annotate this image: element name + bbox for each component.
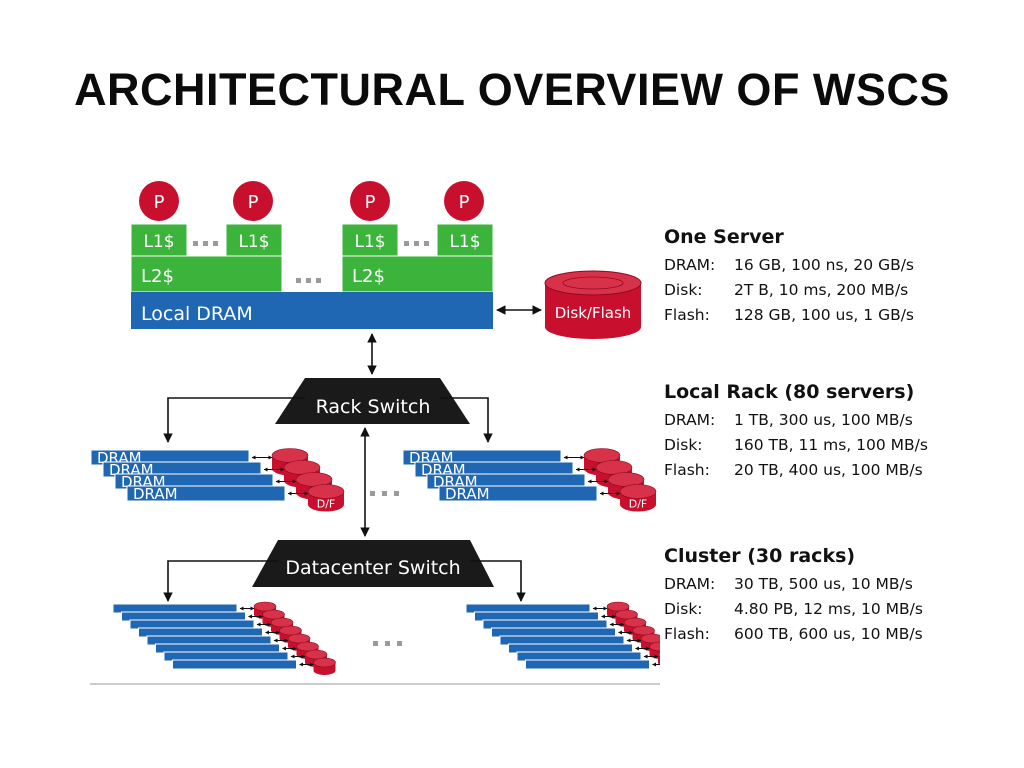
- spec-value: 30 TB, 500 us, 10 MB/s: [734, 575, 913, 593]
- processor-1: P: [139, 181, 179, 221]
- server-node: P P P P L1$ L1$ L1$ L1$: [130, 181, 642, 339]
- spec-heading: Cluster (30 racks): [664, 545, 856, 567]
- wsc-architecture-diagram: P P P P L1$ L1$ L1$ L1$: [90, 181, 660, 685]
- spec-row: Flash: 20 TB, 400 us, 100 MB/s: [664, 458, 934, 483]
- spec-row: DRAM: 1 TB, 300 us, 100 MB/s: [664, 408, 934, 433]
- spec-value: 1 TB, 300 us, 100 MB/s: [734, 411, 913, 429]
- local-dram-label: Local DRAM: [141, 303, 253, 325]
- spec-value: 20 TB, 400 us, 100 MB/s: [734, 461, 923, 479]
- disk-flash-mini-label: D/F: [629, 498, 648, 511]
- slide-title: ARCHITECTURAL OVERVIEW OF WSCS: [74, 64, 950, 115]
- cluster-rack-group-left: [112, 601, 336, 675]
- rack-ellipsis: [370, 491, 399, 496]
- dram-slab-label: DRAM: [133, 485, 178, 503]
- dram-slab: DRAM D/F: [126, 484, 345, 512]
- spec-panel-rack: Local Rack (80 servers) DRAM: 1 TB, 300 u…: [664, 381, 934, 483]
- svg-text:L2$: L2$: [352, 266, 385, 287]
- processor-label: P: [459, 192, 470, 213]
- spec-value: 4.80 PB, 12 ms, 10 MB/s: [734, 600, 923, 618]
- l1-cache-3: L1$: [341, 223, 399, 257]
- disk-flash-mini: [313, 657, 336, 675]
- processor-4: P: [444, 181, 484, 221]
- spec-row: Flash: 600 TB, 600 us, 10 MB/s: [664, 622, 934, 647]
- dram-slab: [172, 657, 336, 675]
- rack-switch-label: Rack Switch: [316, 396, 431, 418]
- l1-ellipsis-left: [193, 241, 218, 246]
- spec-row: Disk: 2T B, 10 ms, 200 MB/s: [664, 278, 934, 303]
- spec-label: Flash:: [664, 461, 710, 479]
- spec-value: 2T B, 10 ms, 200 MB/s: [734, 281, 909, 299]
- datacenter-switch-left-link: [163, 560, 278, 602]
- dram-slab-label: DRAM: [445, 485, 490, 503]
- processor-2: P: [233, 181, 273, 221]
- disk-flash-mini: [657, 651, 660, 666]
- svg-text:L1$: L1$: [143, 232, 174, 252]
- processor-3: P: [350, 181, 390, 221]
- spec-row: Flash: 128 GB, 100 us, 1 GB/s: [664, 303, 934, 328]
- datacenter-switch: Datacenter Switch: [252, 540, 494, 587]
- svg-text:L2$: L2$: [141, 266, 174, 287]
- disk-flash-mini-label: D/F: [317, 498, 336, 511]
- rack-switch-right-link: [440, 397, 493, 443]
- spec-label: DRAM:: [664, 411, 716, 429]
- spec-row: DRAM: 16 GB, 100 ns, 20 GB/s: [664, 253, 934, 278]
- cluster-rack-group-right: [465, 601, 660, 670]
- disk-flash-mini: D/F: [307, 484, 345, 512]
- l1-ellipsis-right: [404, 241, 429, 246]
- spec-label: Disk:: [664, 281, 703, 299]
- datacenter-switch-label: Datacenter Switch: [285, 557, 460, 579]
- spec-value: 160 TB, 11 ms, 100 MB/s: [734, 436, 928, 454]
- spec-row: Disk: 160 TB, 11 ms, 100 MB/s: [664, 433, 934, 458]
- spec-panel-cluster: Cluster (30 racks) DRAM: 30 TB, 500 us, 1…: [664, 545, 934, 647]
- spec-heading: One Server: [664, 226, 784, 248]
- spec-value: 128 GB, 100 us, 1 GB/s: [734, 306, 915, 324]
- spec-heading: Local Rack (80 servers): [664, 381, 915, 403]
- spec-label: DRAM:: [664, 575, 716, 593]
- spec-label: Flash:: [664, 306, 710, 324]
- dram-slab: DRAM D/F: [438, 484, 657, 512]
- rack-switch: Rack Switch: [275, 378, 470, 424]
- processor-label: P: [365, 192, 376, 213]
- disk-flash-label: Disk/Flash: [555, 304, 632, 322]
- datacenter-switch-right-link: [470, 560, 526, 602]
- spec-value: 600 TB, 600 us, 10 MB/s: [734, 625, 923, 643]
- spec-label: Flash:: [664, 625, 710, 643]
- processor-label: P: [248, 192, 259, 213]
- spec-panel-server: One Server DRAM: 16 GB, 100 ns, 20 GB/s D…: [664, 226, 934, 328]
- cluster-ellipsis: [373, 641, 402, 646]
- spec-row: DRAM: 30 TB, 500 us, 10 MB/s: [664, 572, 934, 597]
- svg-text:L1$: L1$: [238, 232, 269, 252]
- svg-text:L1$: L1$: [354, 232, 385, 252]
- l2-cache-1: L2$: [130, 255, 283, 293]
- l1-cache-2: L1$: [225, 223, 283, 257]
- spec-label: Disk:: [664, 436, 703, 454]
- l1-cache-1: L1$: [130, 223, 188, 257]
- l1-cache-4: L1$: [436, 223, 494, 257]
- spec-label: DRAM:: [664, 256, 716, 274]
- dram-slab: [525, 659, 660, 670]
- spec-value: 16 GB, 100 ns, 20 GB/s: [734, 256, 915, 274]
- l2-ellipsis: [296, 278, 321, 283]
- spec-label: Disk:: [664, 600, 703, 618]
- disk-flash-cylinder: Disk/Flash: [544, 270, 642, 339]
- svg-text:L1$: L1$: [449, 232, 480, 252]
- rack-switch-left-link: [163, 397, 305, 443]
- spec-row: Disk: 4.80 PB, 12 ms, 10 MB/s: [664, 597, 934, 622]
- l2-cache-2: L2$: [341, 255, 494, 293]
- processor-label: P: [154, 192, 165, 213]
- local-dram: Local DRAM: [131, 292, 493, 329]
- disk-flash-mini: D/F: [619, 484, 657, 512]
